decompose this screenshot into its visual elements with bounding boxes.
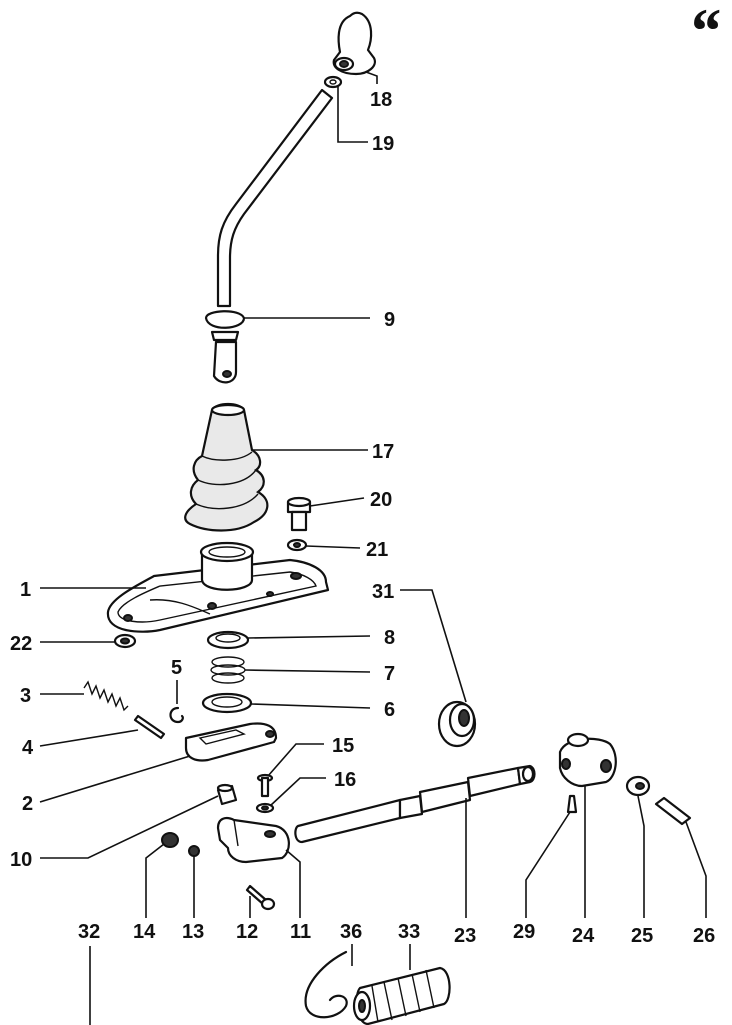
label-14: 14: [133, 921, 156, 943]
part-36-clip: [304, 950, 348, 1019]
leader-14: [145, 843, 165, 918]
part-24-block: [558, 732, 617, 788]
part-22-washer: [113, 633, 137, 649]
label-11: 11: [290, 921, 311, 943]
part-7-spring: [210, 656, 246, 684]
label-33: 33: [398, 921, 420, 943]
part-33-spring: [352, 966, 451, 1025]
part-16-washer: [255, 802, 275, 814]
label-2: 2: [22, 793, 33, 815]
leader-31: [400, 589, 467, 703]
label-1: 1: [20, 579, 31, 601]
leader-2: [39, 755, 191, 803]
part-20-bolt: [286, 496, 312, 532]
label-23: 23: [454, 925, 476, 947]
label-17: 17: [372, 441, 394, 463]
label-18: 18: [370, 89, 392, 111]
leader-4: [39, 729, 139, 747]
label-36: 36: [340, 921, 362, 943]
part-5-clip: [169, 706, 184, 724]
leader-7: [244, 669, 371, 673]
part-2-guide-block: [184, 722, 278, 762]
label-15: 15: [332, 735, 354, 757]
part-31-grommet: [437, 700, 477, 748]
leader-10: [40, 795, 219, 859]
leader-6: [250, 703, 371, 709]
part-25-bushing: [625, 775, 651, 797]
label-29: 29: [513, 921, 535, 943]
label-12: 12: [236, 921, 258, 943]
leader-29: [525, 811, 571, 918]
leader-20: [309, 497, 365, 507]
label-3: 3: [20, 685, 31, 707]
leader-19: [337, 86, 368, 143]
label-5: 5: [171, 657, 182, 679]
part-12-screw: [245, 884, 276, 911]
leader-26: [685, 821, 707, 918]
part-17-rubber-boot: [184, 402, 269, 532]
part-14-nut: [161, 832, 179, 848]
label-6: 6: [384, 699, 395, 721]
leader-18: [365, 71, 378, 84]
label-4: 4: [22, 737, 34, 759]
leader-11: [285, 849, 301, 918]
part-8-ring: [206, 630, 250, 650]
part-3-spring: [83, 680, 129, 712]
part-21-washer: [286, 538, 308, 552]
part-13-ball: [188, 845, 200, 857]
part-18-gear-knob: [332, 11, 376, 76]
label-10: 10: [10, 849, 32, 871]
part-26-pin: [654, 796, 692, 826]
label-22: 22: [10, 633, 32, 655]
leader-16: [269, 777, 326, 807]
leader-25: [637, 795, 645, 918]
part-11-shift-finger: [216, 817, 290, 864]
part-29-pin: [566, 794, 578, 814]
label-32: 32: [78, 921, 100, 943]
label-16: 16: [334, 769, 356, 791]
label-26: 26: [693, 925, 715, 947]
label-31: 31: [372, 581, 394, 603]
part-6-ring: [201, 692, 253, 714]
label-25: 25: [631, 925, 653, 947]
label-13: 13: [182, 921, 204, 943]
label-9: 9: [384, 309, 395, 331]
part-labels: 18 19 9 17 20 21 1 31 22 8 5 7 3 6 4 15 …: [10, 89, 715, 947]
leader-8: [247, 635, 371, 639]
corner-mark: “: [688, 0, 720, 66]
leader-lines: [39, 71, 707, 1025]
label-8: 8: [384, 627, 395, 649]
part-10-bushing: [216, 783, 238, 806]
leader-21: [305, 545, 361, 549]
label-20: 20: [370, 489, 392, 511]
label-19: 19: [372, 133, 394, 155]
label-21: 21: [366, 539, 388, 561]
part-15-screw: [256, 773, 274, 798]
part-19-ring: [323, 75, 343, 89]
part-9-gear-lever: [204, 88, 334, 384]
part-4-pin: [133, 714, 166, 740]
leader-15: [267, 743, 324, 777]
part-23-selector-shaft: [294, 764, 536, 844]
label-24: 24: [572, 925, 595, 947]
part-1-base-housing: [106, 541, 330, 633]
label-7: 7: [384, 663, 395, 685]
